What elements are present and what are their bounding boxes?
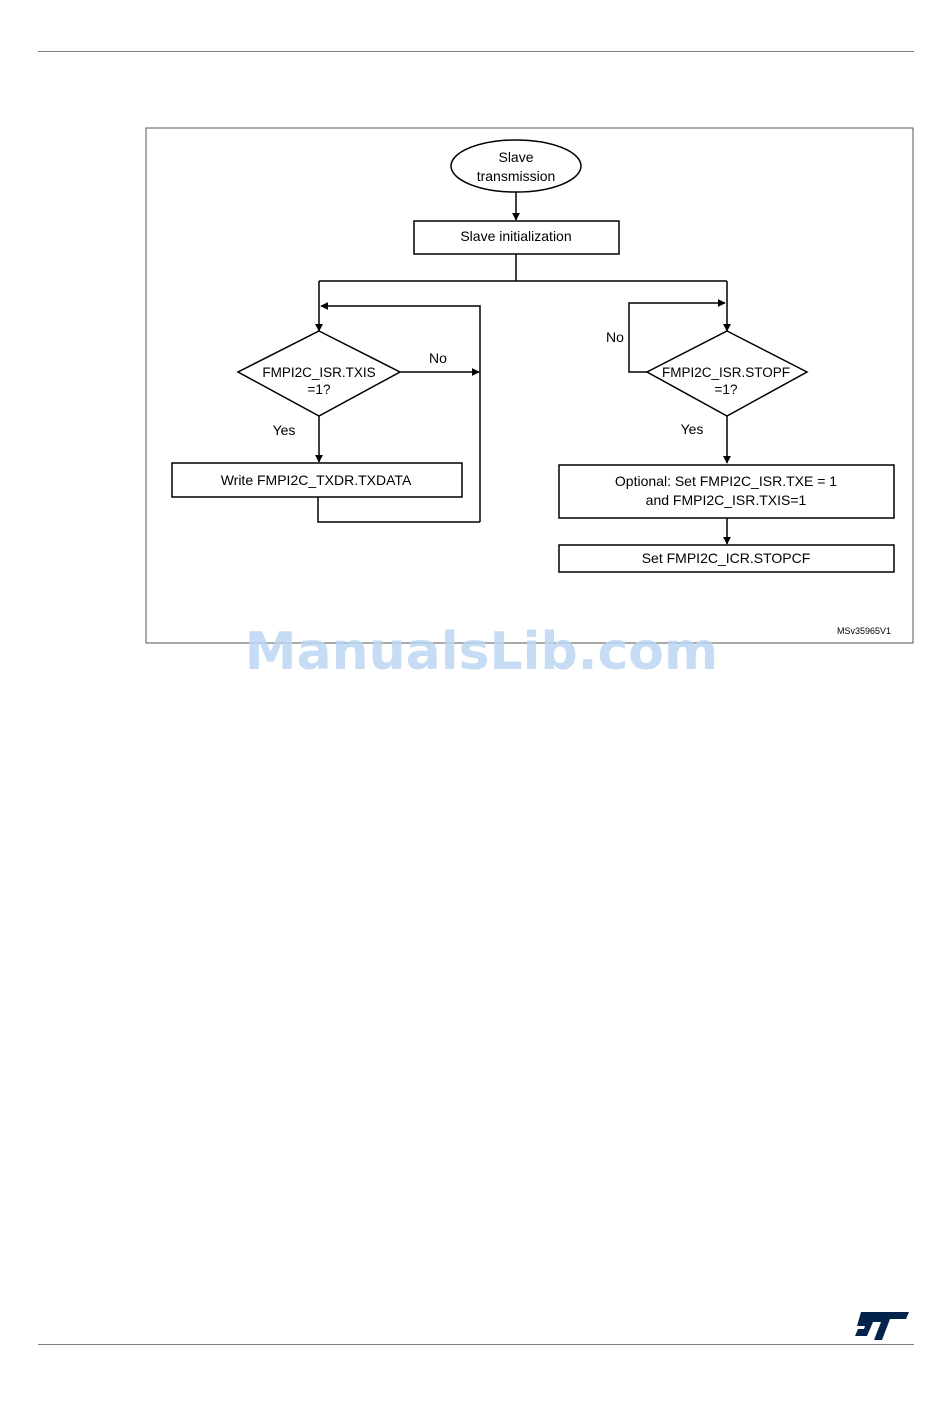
bottom-rule (38, 1344, 914, 1345)
write-txdr-label: Write FMPI2C_TXDR.TXDATA (221, 472, 412, 488)
watermark: ManualsLib.com (0, 622, 950, 682)
st-logo (853, 1308, 911, 1342)
init-label: Slave initialization (460, 228, 571, 244)
stopf-yes-label: Yes (681, 421, 704, 437)
set-stopcf-label: Set FMPI2C_ICR.STOPCF (642, 550, 811, 566)
start-terminator (451, 140, 581, 192)
txis-yes-label: Yes (273, 422, 296, 438)
write-txdr-return (318, 497, 480, 522)
stopf-decision-line2: =1? (715, 382, 738, 397)
optional-set-line1: Optional: Set FMPI2C_ISR.TXE = 1 (615, 473, 837, 489)
stopf-no-label: No (606, 329, 624, 345)
flowchart: Slave transmission Slave initialization … (0, 0, 950, 700)
start-label-line1: Slave (498, 149, 533, 165)
txis-decision-line1: FMPI2C_ISR.TXIS (262, 365, 375, 380)
txis-no-label: No (429, 350, 447, 366)
txis-decision-line2: =1? (308, 382, 331, 397)
stopf-decision-line1: FMPI2C_ISR.STOPF (662, 365, 790, 380)
optional-set-line2: and FMPI2C_ISR.TXIS=1 (646, 492, 807, 508)
start-label-line2: transmission (477, 168, 556, 184)
